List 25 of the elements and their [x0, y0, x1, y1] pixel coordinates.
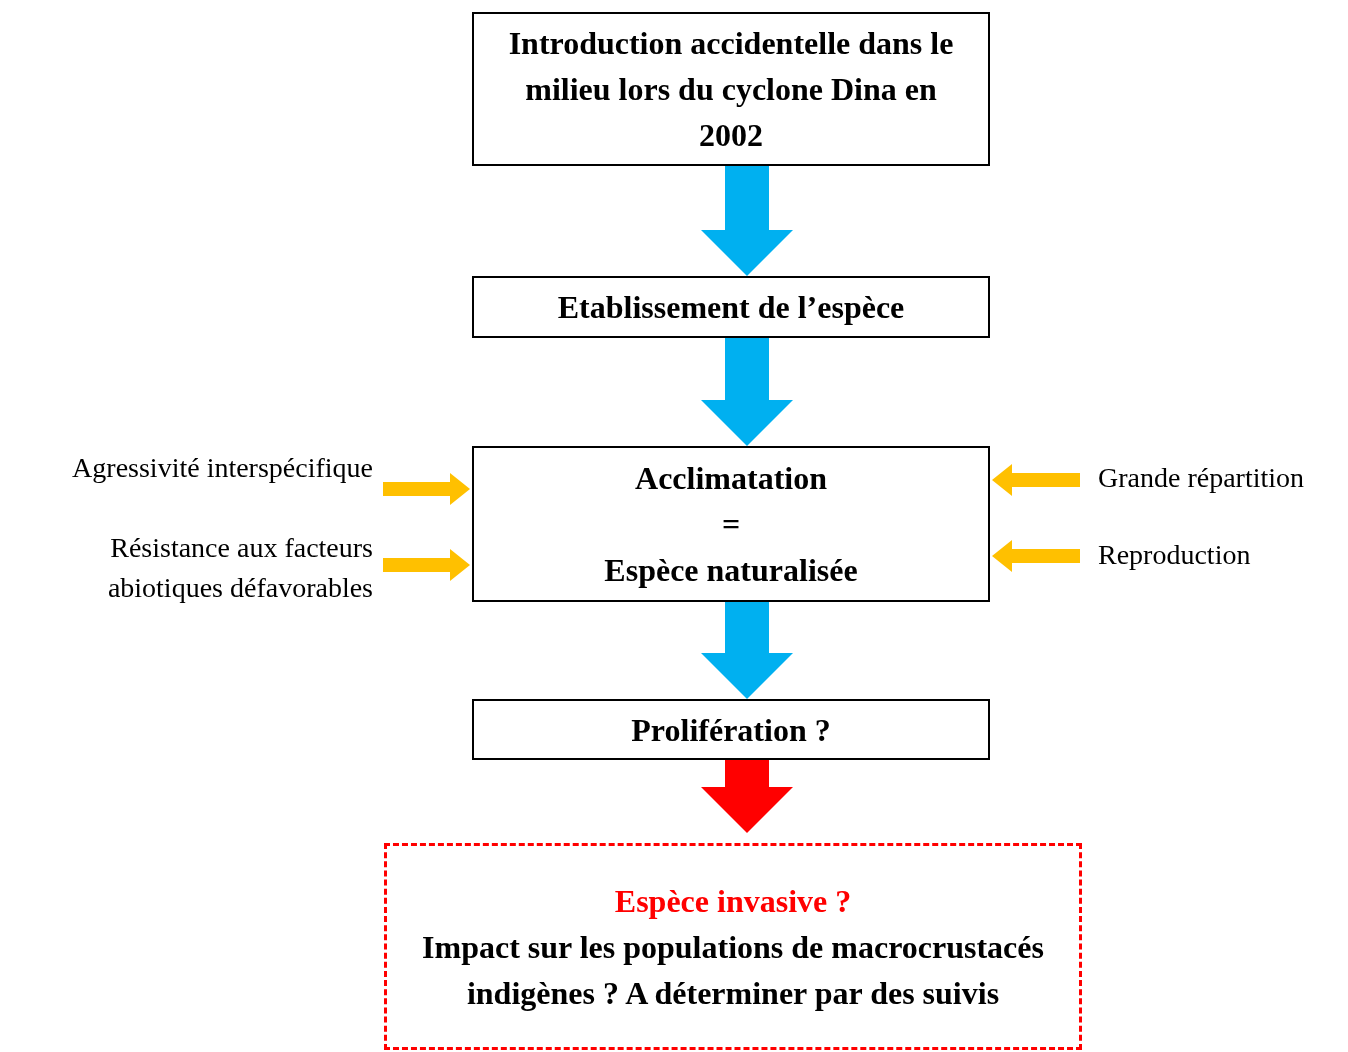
- process-box: [472, 276, 990, 338]
- box-text: Etablissement de l’espèce: [557, 288, 905, 327]
- factor-text: Agressivité interspécifique: [6, 448, 383, 488]
- factor-text: Résistance aux facteurs abiotiques défavorables: [30, 528, 383, 608]
- box-text: Espèce naturalisée: [604, 551, 858, 590]
- block-arrow: [701, 760, 793, 833]
- block-arrow: [383, 473, 470, 505]
- factor-text: Reproduction: [1080, 535, 1290, 575]
- alert-heading: Espèce invasive ?: [614, 881, 852, 921]
- block-arrow: [701, 602, 793, 699]
- block-arrow: [992, 540, 1080, 572]
- box-text: Acclimatation: [635, 459, 827, 498]
- box-text: Impact sur les populations de macrocrustacés indigènes ? A déterminer par des suivis: [421, 927, 1045, 1013]
- alert-box: [384, 843, 1082, 1050]
- block-arrow: [992, 464, 1080, 496]
- process-box: [472, 12, 990, 166]
- factor-text: Grande répartition: [1080, 458, 1346, 498]
- box-text: Introduction accidentelle dans le milieu lors du cyclone Dina en 2002: [507, 24, 955, 155]
- block-arrow: [383, 549, 470, 581]
- block-arrow: [701, 338, 793, 446]
- box-text: =: [721, 505, 741, 544]
- box-text: Prolifération ?: [631, 710, 831, 750]
- process-box: [472, 699, 990, 760]
- block-arrow: [701, 166, 793, 276]
- process-box: [472, 446, 990, 602]
